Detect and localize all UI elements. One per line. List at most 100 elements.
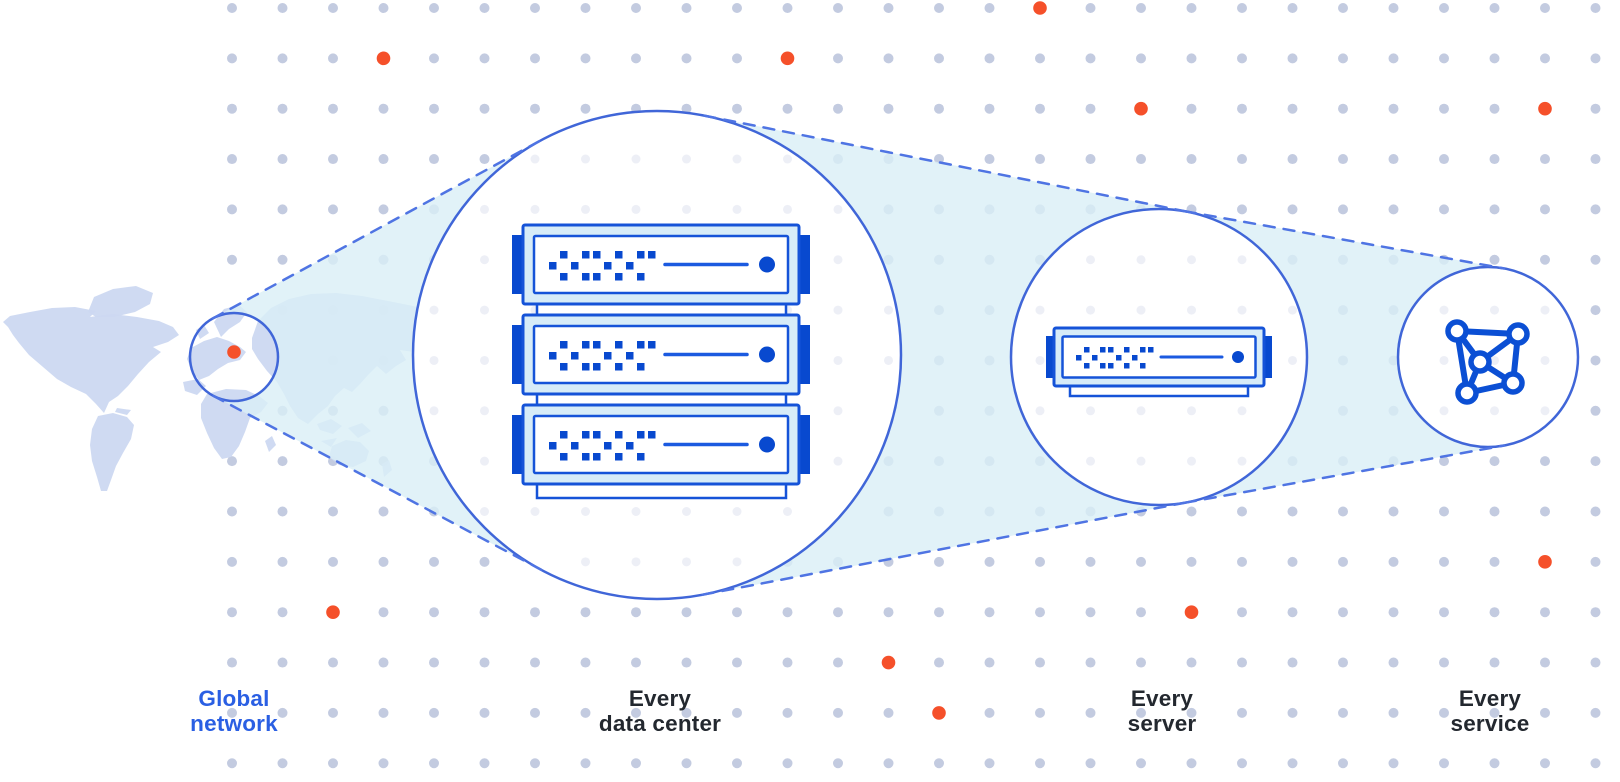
- grid-dot: [227, 103, 237, 114]
- grid-dot: [1489, 204, 1500, 215]
- grid-dot: [378, 556, 389, 567]
- grid-dot: [429, 53, 439, 64]
- grid-dot: [227, 707, 237, 718]
- grid-dot: [1439, 707, 1449, 718]
- vent-dot: [593, 251, 601, 259]
- grid-dot: [1186, 3, 1197, 13]
- faint-grid-dot: [732, 204, 742, 214]
- continent-shape: [187, 337, 246, 380]
- orange-dot: [1538, 101, 1552, 116]
- grid-dot: [984, 154, 995, 165]
- grid-dot: [1388, 154, 1399, 165]
- vent-dot: [560, 453, 568, 461]
- grid-dot: [1237, 154, 1247, 165]
- grid-dot: [1590, 405, 1601, 416]
- grid-dot: [782, 103, 793, 114]
- grid-dot: [1287, 506, 1298, 517]
- lens-outline-server: [1009, 207, 1309, 507]
- grid-dot: [277, 657, 288, 668]
- server-ear-right: [1263, 336, 1272, 378]
- grid-dot: [984, 3, 995, 13]
- vent-dot: [615, 341, 623, 349]
- grid-dot: [782, 3, 793, 13]
- faint-grid-dot: [1187, 305, 1196, 315]
- grid-dot: [1590, 758, 1601, 769]
- grid-dot: [681, 758, 692, 769]
- led-indicator: [759, 346, 775, 363]
- vent-dot: [582, 341, 590, 349]
- grid-dot: [1388, 53, 1399, 64]
- label-line: Global: [198, 686, 270, 711]
- grid-dot: [1489, 103, 1500, 114]
- grid-dot: [328, 53, 338, 64]
- grid-dot: [631, 707, 641, 718]
- vent-dot: [1140, 347, 1146, 353]
- grid-dot: [1540, 456, 1550, 467]
- vent-dot: [637, 363, 645, 371]
- faint-grid-dot: [581, 507, 590, 516]
- grid-dot: [1085, 607, 1096, 618]
- grid-dot: [1388, 657, 1399, 668]
- grid-dot: [1287, 154, 1298, 165]
- grid-dot: [277, 154, 288, 165]
- grid-dot: [1540, 758, 1550, 769]
- grid-dot: [277, 707, 288, 718]
- grid-dot: [934, 556, 944, 567]
- grid-dot: [631, 53, 641, 64]
- faint-grid-dot: [530, 204, 540, 214]
- grid-dot: [984, 607, 995, 618]
- grid-dot: [429, 657, 439, 668]
- grid-dot: [833, 103, 843, 114]
- grid-dot: [1590, 506, 1601, 517]
- label-line: Every: [1458, 686, 1522, 711]
- grid-dot: [277, 758, 288, 769]
- grid-dot: [1489, 154, 1500, 165]
- led-indicator: [759, 436, 775, 453]
- grid-dot: [378, 3, 389, 13]
- grid-dot: [277, 456, 288, 467]
- grid-dot: [1085, 3, 1096, 13]
- grid-dot: [378, 154, 389, 165]
- faint-grid-dot: [1237, 456, 1247, 466]
- faint-grid-dot: [1439, 355, 1449, 365]
- grid-dot: [328, 103, 338, 114]
- label-line: Every: [628, 686, 692, 711]
- grid-dot: [1540, 506, 1550, 517]
- grid-dot: [1590, 456, 1601, 467]
- faint-grid-dot: [1187, 456, 1196, 466]
- faint-grid-dot: [480, 507, 489, 516]
- grid-dot: [1237, 657, 1247, 668]
- orange-dot: [881, 655, 896, 670]
- grid-dot: [1035, 53, 1045, 64]
- grid-dot: [1338, 154, 1348, 165]
- server-ear-left: [512, 325, 524, 384]
- grid-dot: [782, 607, 793, 618]
- grid-dot: [1590, 305, 1601, 316]
- faint-grid-dot: [833, 305, 843, 315]
- server-ear-right: [798, 325, 810, 384]
- vent-dot: [1076, 355, 1082, 361]
- faint-grid-dot: [581, 557, 590, 567]
- faint-grid-dot: [581, 204, 590, 214]
- grid-dot: [1186, 103, 1197, 114]
- label-line: network: [190, 711, 278, 736]
- grid-dot: [429, 154, 439, 165]
- grid-dot: [1186, 657, 1197, 668]
- led-indicator: [1232, 351, 1244, 363]
- grid-dot: [1287, 103, 1298, 114]
- grid-dot: [328, 506, 338, 517]
- grid-dot: [1085, 103, 1096, 114]
- grid-dot: [277, 556, 288, 567]
- grid-dot: [1085, 758, 1096, 769]
- grid-dot: [1287, 204, 1298, 215]
- vent-dot: [593, 341, 601, 349]
- grid-dot: [984, 103, 995, 114]
- faint-grid-dot: [732, 557, 742, 567]
- vent-dot: [1100, 363, 1106, 369]
- faint-grid-dot: [1288, 355, 1297, 365]
- label-line: server: [1127, 711, 1197, 736]
- grid-dot: [277, 204, 288, 215]
- faint-grid-dot: [1187, 255, 1196, 265]
- grid-dot: [883, 53, 894, 64]
